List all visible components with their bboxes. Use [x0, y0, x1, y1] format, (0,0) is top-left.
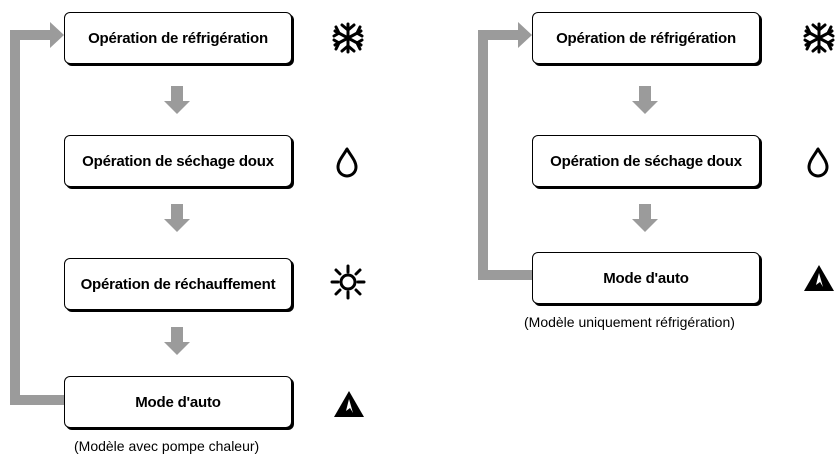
right-step-cooling: Opération de réfrigération [532, 12, 760, 64]
right-down-arrow-1 [632, 86, 658, 114]
right-loop-connector [478, 22, 532, 280]
right-step-dry-label: Opération de séchage doux [550, 152, 742, 170]
snowflake-icon [332, 22, 364, 54]
left-down-arrow-2 [164, 204, 190, 232]
left-step-dry: Opération de séchage doux [64, 135, 292, 187]
left-step-dry-label: Opération de séchage doux [82, 152, 274, 170]
left-step-auto: Mode d'auto [64, 376, 292, 428]
auto-mode-icon [334, 391, 364, 417]
sun-icon [330, 264, 366, 300]
auto-mode-icon [804, 265, 834, 291]
left-loop-connector [10, 22, 64, 405]
right-step-auto-label: Mode d'auto [603, 269, 689, 287]
left-down-arrow-1 [164, 86, 190, 114]
right-down-arrow-2 [632, 204, 658, 232]
right-step-cooling-label: Opération de réfrigération [556, 29, 736, 47]
left-caption: (Modèle avec pompe chaleur) [74, 438, 260, 454]
left-step-auto-label: Mode d'auto [135, 393, 221, 411]
left-step-heating: Opération de réchauffement [64, 258, 292, 310]
right-step-dry: Opération de séchage doux [532, 135, 760, 187]
snowflake-icon [803, 22, 835, 54]
right-step-auto: Mode d'auto [532, 252, 760, 304]
left-step-cooling: Opération de réfrigération [64, 12, 292, 64]
droplet-icon [336, 147, 358, 178]
left-down-arrow-3 [164, 327, 190, 355]
droplet-icon [807, 147, 829, 178]
right-caption: (Modèle uniquement réfrigération) [524, 314, 735, 330]
left-step-heating-label: Opération de réchauffement [80, 275, 276, 293]
left-step-cooling-label: Opération de réfrigération [88, 29, 268, 47]
